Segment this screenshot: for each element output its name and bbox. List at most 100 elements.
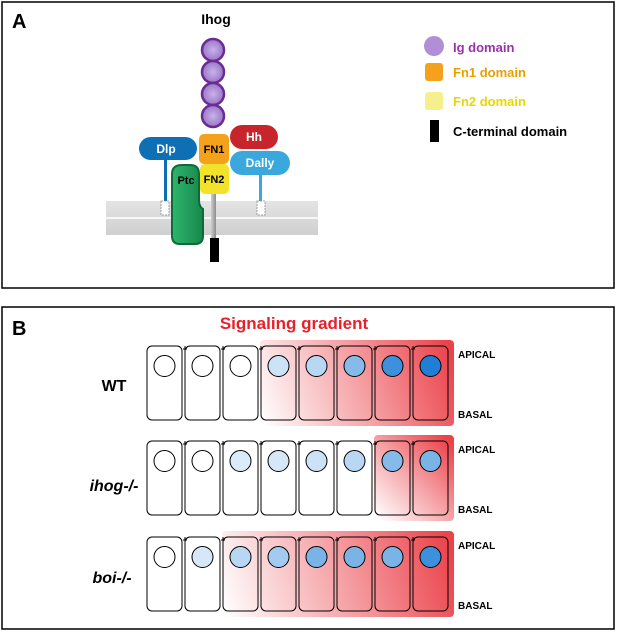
dally-gpi-anchor [256,200,266,216]
epithelial-cell [146,345,183,421]
ihog-stalk [211,194,216,238]
legend-fn1-swatch [425,63,443,81]
epithelium-rows: WT APICAL BASAL ihog-/- APICAL BASAL boi-/- API… [90,340,495,617]
dlp-gpi-anchor [160,200,170,216]
legend-fn2-label: Fn2 domain [453,94,526,109]
basal-label: BASAL [458,410,492,421]
cell-nucleus [267,450,290,472]
epithelial-cell [298,440,335,516]
panel-b-letter: B [12,318,26,340]
apical-label: APICAL [458,350,495,361]
epithelial-cell [412,536,449,612]
epithelial-cell [374,345,411,421]
legend-cterm-swatch [430,120,439,142]
dally-protein [230,151,290,175]
genotype-label: WT [102,378,127,395]
epithelial-cell [412,345,449,421]
fn1-label: FN1 [204,144,225,156]
cell-nucleus [381,450,404,472]
hh-label: Hh [246,130,262,144]
epithelial-cell [336,536,373,612]
dlp-label: Dlp [156,142,175,156]
epithelial-cell [222,440,259,516]
hh-protein [230,125,278,149]
row-1: WT APICAL BASAL [102,340,495,426]
cell-nucleus [381,546,404,568]
epithelial-cell [184,536,221,612]
epithelial-cell [146,536,183,612]
epithelial-cell [374,536,411,612]
panel-a-letter: A [12,11,26,33]
cell-nucleus [191,546,214,568]
legend-ig-swatch [424,36,444,56]
gradient-band [260,340,454,426]
genotype-label: ihog-/- [90,478,139,495]
epithelial-cell [260,536,297,612]
epithelial-cell [184,345,221,421]
cell-nucleus [153,355,176,377]
ptc-label: Ptc [177,175,194,187]
epithelial-cell [222,345,259,421]
row-3: boi-/- APICAL BASAL [92,531,495,617]
fn1-domain [199,134,229,164]
cell-nucleus [229,546,252,568]
epithelial-cell [374,440,411,516]
cell-nucleus [343,355,366,377]
epithelial-cell [336,440,373,516]
cell-nucleus [381,355,404,377]
ig-domain-3 [200,81,226,107]
cell-nucleus [419,450,442,472]
basal-label: BASAL [458,601,492,612]
gradient-band [374,435,454,521]
cell-nucleus [229,450,252,472]
cell-nucleus [305,546,328,568]
genotype-label: boi-/- [92,570,131,587]
cell-nucleus [153,546,176,568]
dlp-stalk [164,157,167,201]
row-2: ihog-/- APICAL BASAL [90,435,495,521]
epithelial-cell [146,440,183,516]
cell-nucleus [229,355,252,377]
legend-fn1-label: Fn1 domain [453,65,526,80]
cell-nucleus [419,546,442,568]
epithelial-cell [260,440,297,516]
legend-ig-label: Ig domain [453,40,514,55]
dally-label: Dally [246,156,275,170]
epithelial-cell [412,440,449,516]
epithelial-cell [184,440,221,516]
fn2-label: FN2 [204,174,225,186]
ihog-label: Ihog [201,11,231,27]
fn2-domain [200,164,229,194]
signaling-gradient-title: Signaling gradient [220,314,369,333]
ig-domain-4 [200,103,226,129]
dally-stalk [259,173,262,201]
cell-nucleus [267,546,290,568]
cell-nucleus [343,546,366,568]
basal-label: BASAL [458,505,492,516]
cell-nucleus [305,355,328,377]
cell-nucleus [153,450,176,472]
epithelial-cell [260,345,297,421]
legend: Ig domain Fn1 domain Fn2 domain C-termin… [424,36,567,142]
c-terminal-domain [210,238,219,262]
epithelial-cell [222,536,259,612]
cell-nucleus [305,450,328,472]
ptc-protein [171,164,204,245]
apical-label: APICAL [458,445,495,456]
cell-nucleus [419,355,442,377]
dlp-protein [139,137,197,160]
cell-nucleus [191,450,214,472]
panel-a-frame [1,1,615,289]
gradient-band [222,531,454,617]
epithelial-cell [298,345,335,421]
epithelial-cell [336,345,373,421]
ig-domain-1 [200,37,226,63]
ig-domain-2 [200,59,226,85]
epithelial-cell [298,536,335,612]
legend-cterm-label: C-terminal domain [453,124,567,139]
cell-nucleus [267,355,290,377]
cell-nucleus [343,450,366,472]
legend-fn2-swatch [425,92,443,110]
apical-label: APICAL [458,541,495,552]
